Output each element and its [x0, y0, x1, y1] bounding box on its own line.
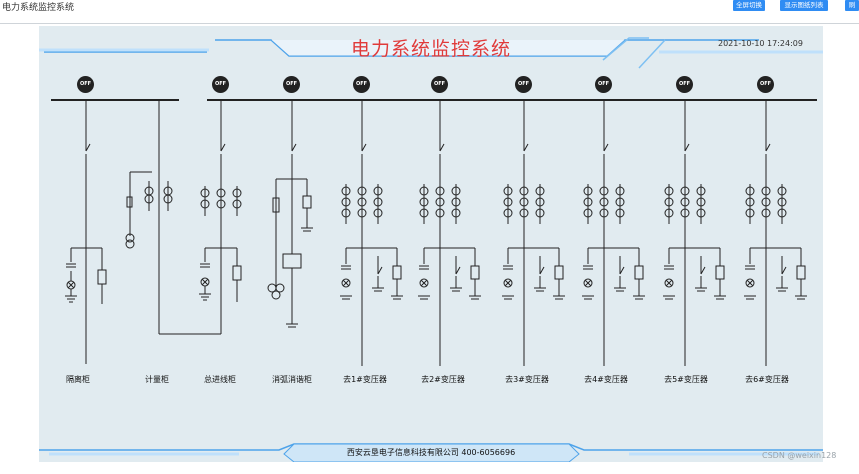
switch-arc-suppression[interactable]: OFF: [283, 76, 300, 93]
switch-state: OFF: [433, 81, 446, 87]
cabinet-label-isolation: 隔离柜: [66, 375, 90, 384]
switch-state: OFF: [79, 81, 92, 87]
switch-state: OFF: [597, 81, 610, 87]
fullscreen-toggle-button[interactable]: 全屏切换: [733, 0, 765, 11]
switch-state: OFF: [214, 81, 227, 87]
cabinet-label-main-incoming: 总进线柜: [204, 375, 236, 384]
cabinet-label-feeder-2: 去2#变压器: [421, 375, 465, 384]
switch-state: OFF: [285, 81, 298, 87]
footer-company: 西安云垦电子信息科技有限公司 400-6056696: [346, 448, 516, 457]
datetime-display: 2021-10-10 17:24:09: [718, 39, 803, 48]
show-drawing-list-button[interactable]: 显示图纸列表: [780, 0, 828, 11]
app-title: 电力系统监控系统: [2, 3, 75, 13]
title-divider: [0, 23, 859, 24]
cabinet-label-feeder-4: 去4#变压器: [584, 375, 628, 384]
feeder-5: [663, 100, 726, 366]
monitor-panel: 电力系统监控系统 2021-10-10 17:24:09: [39, 26, 823, 462]
switch-feeder-1[interactable]: OFF: [353, 76, 370, 93]
switch-state: OFF: [678, 81, 691, 87]
title-bar: 电力系统监控系统 全屏切换 显示图纸列表 刷: [0, 0, 859, 22]
cabinet-label-feeder-5: 去5#变压器: [664, 375, 708, 384]
system-title: 电力系统监控系统: [350, 38, 511, 60]
feeder-6: [744, 100, 807, 366]
switch-state: OFF: [355, 81, 368, 87]
switch-state: OFF: [759, 81, 772, 87]
cabinet-label-metering: 计量柜: [145, 375, 169, 384]
switch-feeder-4[interactable]: OFF: [595, 76, 612, 93]
switch-feeder-3[interactable]: OFF: [515, 76, 532, 93]
switch-main-incoming[interactable]: OFF: [212, 76, 229, 93]
feeder-4: [582, 100, 645, 366]
refresh-button[interactable]: 刷: [845, 0, 859, 11]
switch-feeder-6[interactable]: OFF: [757, 76, 774, 93]
switch-state: OFF: [517, 81, 530, 87]
cabinet-label-feeder-6: 去6#变压器: [745, 375, 789, 384]
feeder-3: [502, 100, 565, 366]
feeder-2: [418, 100, 481, 366]
header-frame-decoration: [39, 37, 823, 462]
switch-feeder-2[interactable]: OFF: [431, 76, 448, 93]
cabinet-label-feeder-3: 去3#变压器: [505, 375, 549, 384]
feeder-1: [340, 100, 403, 366]
cabinet-label-feeder-1: 去1#变压器: [343, 375, 387, 384]
switch-isolation[interactable]: OFF: [77, 76, 94, 93]
watermark: CSDN @weixin128: [762, 451, 837, 460]
single-line-diagram: [51, 99, 817, 366]
switch-feeder-5[interactable]: OFF: [676, 76, 693, 93]
cabinet-label-arc-suppression: 消弧消谐柜: [272, 375, 312, 384]
